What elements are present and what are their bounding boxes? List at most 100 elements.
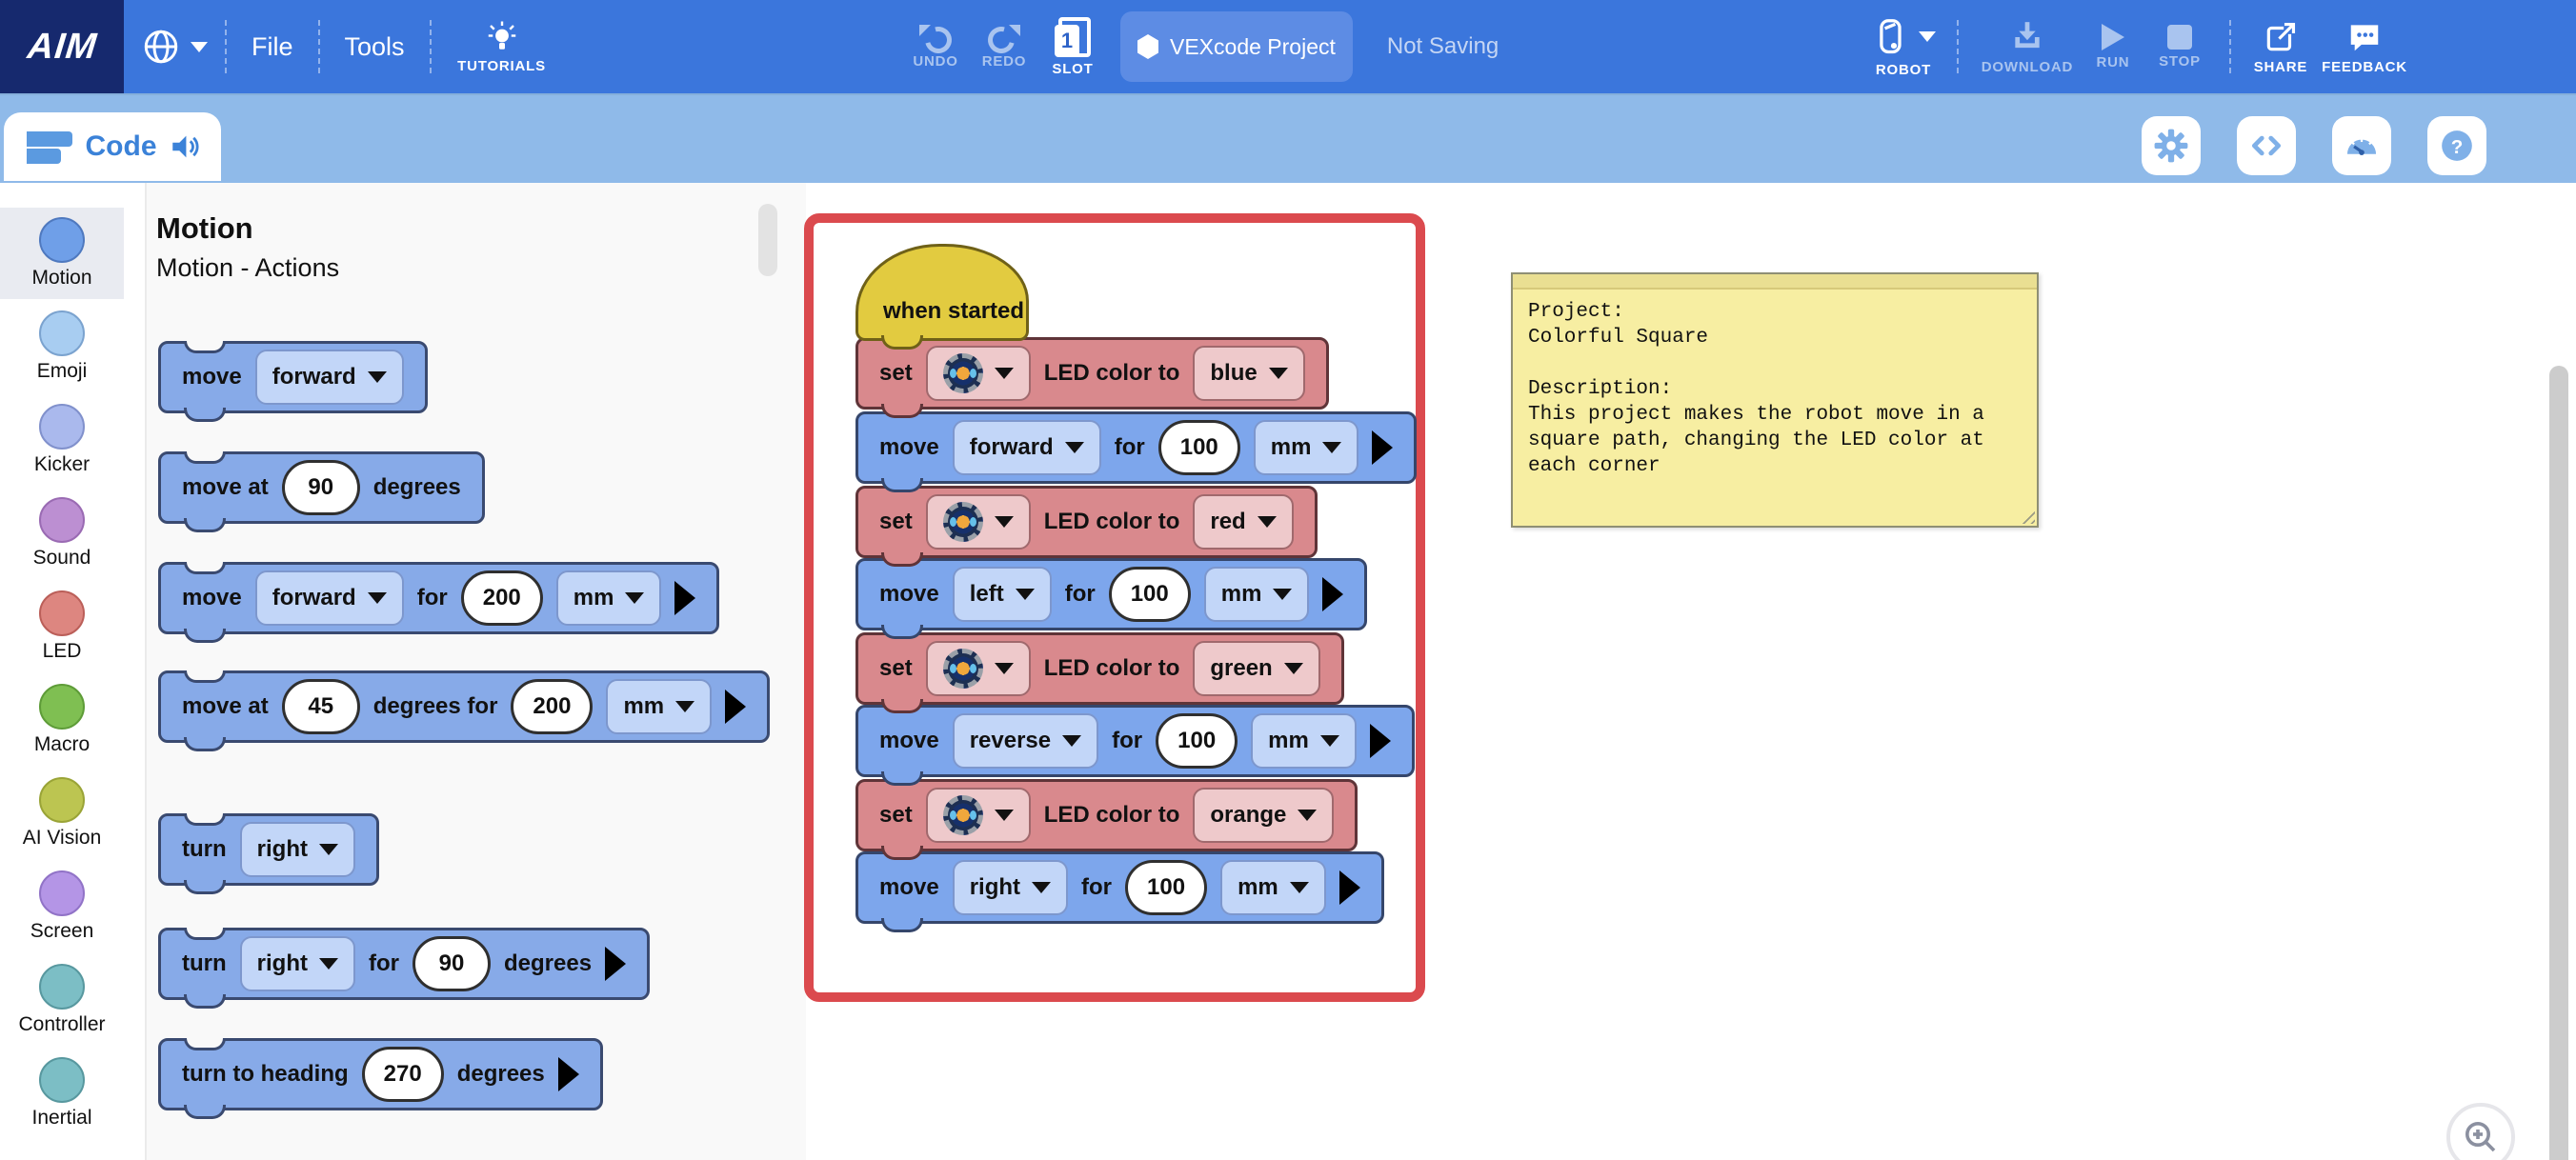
zoom-in-button[interactable] — [2446, 1103, 2515, 1160]
sidebar-item-led[interactable]: LED — [0, 581, 124, 672]
dashboard-button[interactable] — [2332, 116, 2391, 175]
tools-menu[interactable]: Tools — [337, 32, 413, 62]
block-move[interactable]: move left for 100 mm — [855, 558, 1368, 639]
tab-code[interactable]: Code — [4, 112, 221, 181]
number-input[interactable]: 270 — [361, 1047, 444, 1102]
resize-handle-icon[interactable] — [2018, 507, 2035, 524]
block-set-led-color[interactable]: set LED color to orange — [855, 779, 1358, 860]
block-move[interactable]: move forward for 100 mm — [855, 411, 1418, 492]
speaker-icon[interactable] — [169, 130, 201, 163]
project-comment-note[interactable]: Project: Colorful Square Description: Th… — [1511, 272, 2039, 528]
direction-dropdown[interactable]: right — [952, 860, 1069, 915]
block-move[interactable]: move reverse for 100 mm — [855, 705, 1415, 786]
distance-input[interactable]: 100 — [1125, 860, 1208, 915]
palette-block-turn-to-heading[interactable]: turn to heading 270 degrees — [158, 1038, 603, 1119]
palette-block-turn-for[interactable]: turn right for 90 degrees — [158, 928, 651, 1009]
direction-dropdown[interactable]: forward — [952, 420, 1101, 475]
feedback-icon — [2350, 24, 2379, 50]
number-input[interactable]: 45 — [281, 679, 360, 734]
note-header — [1513, 274, 2037, 290]
language-menu[interactable] — [141, 27, 208, 67]
chevron-down-icon — [1257, 516, 1277, 528]
sidebar-item-motion[interactable]: Motion — [0, 208, 124, 299]
number-input[interactable]: 200 — [460, 570, 543, 626]
category-dot — [39, 1057, 85, 1103]
play-icon[interactable] — [605, 947, 627, 981]
direction-dropdown[interactable]: right — [239, 822, 355, 877]
direction-dropdown[interactable]: right — [239, 936, 355, 991]
share-button[interactable]: SHARE — [2252, 0, 2309, 93]
led-color-dropdown[interactable]: green — [1193, 641, 1320, 696]
aim-logo-text: AIM — [25, 26, 99, 67]
play-icon[interactable] — [674, 581, 696, 615]
download-button[interactable]: DOWNLOAD — [1980, 0, 2075, 93]
led-color-dropdown[interactable]: blue — [1193, 346, 1305, 401]
download-icon — [2015, 21, 2040, 48]
play-icon[interactable] — [557, 1057, 579, 1091]
redo-button[interactable]: REDO — [976, 0, 1033, 93]
sidebar-item-kicker[interactable]: Kicker — [0, 394, 124, 486]
feedback-button[interactable]: FEEDBACK — [2319, 0, 2410, 93]
play-icon[interactable] — [1338, 870, 1360, 905]
robot-dropdown[interactable] — [925, 788, 1031, 843]
distance-input[interactable]: 100 — [1108, 567, 1191, 622]
page-scrollbar-thumb[interactable] — [2549, 366, 2568, 1160]
sidebar-item-sound[interactable]: Sound — [0, 488, 124, 579]
code-view-button[interactable] — [2237, 116, 2296, 175]
distance-input[interactable]: 100 — [1156, 713, 1238, 769]
led-color-dropdown[interactable]: red — [1193, 494, 1294, 550]
direction-dropdown[interactable]: forward — [254, 570, 404, 626]
unit-dropdown[interactable]: mm — [555, 570, 662, 626]
number-input[interactable]: 90 — [281, 460, 360, 515]
robot-dropdown[interactable] — [925, 346, 1031, 401]
help-button[interactable]: ? — [2427, 116, 2486, 175]
file-menu[interactable]: File — [244, 32, 301, 62]
settings-button[interactable] — [2142, 116, 2201, 175]
unit-dropdown[interactable]: mm — [1220, 860, 1326, 915]
sidebar-item-screen[interactable]: Screen — [0, 861, 124, 952]
direction-dropdown[interactable]: reverse — [952, 713, 1099, 769]
block-set-led-color[interactable]: set LED color to blue — [855, 337, 1329, 418]
direction-dropdown[interactable]: left — [952, 567, 1052, 622]
block-set-led-color[interactable]: set LED color to red — [855, 486, 1318, 567]
palette-block-move[interactable]: move forward — [158, 341, 428, 422]
palette-block-move-for[interactable]: move forward for 200 mm — [158, 562, 720, 643]
play-icon[interactable] — [725, 690, 747, 724]
unit-dropdown[interactable]: mm — [1251, 713, 1357, 769]
palette-scrollbar-thumb[interactable] — [758, 204, 777, 276]
redo-icon — [982, 21, 1020, 58]
direction-dropdown[interactable]: forward — [254, 350, 404, 405]
palette-block-turn[interactable]: turn right — [158, 813, 379, 894]
tutorials-button[interactable]: TUTORIALS — [449, 0, 555, 93]
palette-block-move-at-for[interactable]: move at 45 degrees for 200 mm — [158, 670, 771, 751]
divider — [317, 20, 320, 73]
block-set-led-color[interactable]: set LED color to green — [855, 632, 1344, 713]
robot-dropdown[interactable] — [925, 641, 1031, 696]
led-color-dropdown[interactable]: orange — [1193, 788, 1335, 843]
play-icon[interactable] — [1369, 724, 1391, 758]
play-icon[interactable] — [1372, 430, 1394, 465]
block-move[interactable]: move right for 100 mm — [855, 851, 1384, 932]
number-input[interactable]: 90 — [412, 936, 491, 991]
robot-selector-button[interactable]: ROBOT — [1871, 0, 1936, 93]
sidebar-item-inertial[interactable]: Inertial — [0, 1048, 124, 1139]
unit-dropdown[interactable]: mm — [1253, 420, 1359, 475]
sidebar-item-ai-vision[interactable]: AI Vision — [0, 768, 124, 859]
unit-dropdown[interactable]: mm — [1203, 567, 1310, 622]
when-started-hat-block[interactable]: when started — [855, 244, 1029, 350]
sidebar-item-emoji[interactable]: Emoji — [0, 301, 124, 392]
sidebar-item-controller[interactable]: Controller — [0, 954, 124, 1046]
project-name-button[interactable]: VEXcode Project — [1120, 11, 1353, 82]
play-icon[interactable] — [1322, 577, 1344, 611]
sidebar-item-macro[interactable]: Macro — [0, 674, 124, 766]
undo-button[interactable]: UNDO — [907, 0, 964, 93]
distance-input[interactable]: 100 — [1157, 420, 1240, 475]
play-icon — [2102, 23, 2124, 50]
stop-button[interactable]: STOP — [2151, 0, 2208, 93]
palette-block-move-at[interactable]: move at 90 degrees — [158, 451, 485, 532]
number-input[interactable]: 200 — [511, 679, 594, 734]
run-button[interactable]: RUN — [2084, 0, 2142, 93]
robot-dropdown[interactable] — [925, 494, 1031, 550]
slot-button[interactable]: 1 SLOT — [1044, 0, 1101, 93]
unit-dropdown[interactable]: mm — [606, 679, 713, 734]
